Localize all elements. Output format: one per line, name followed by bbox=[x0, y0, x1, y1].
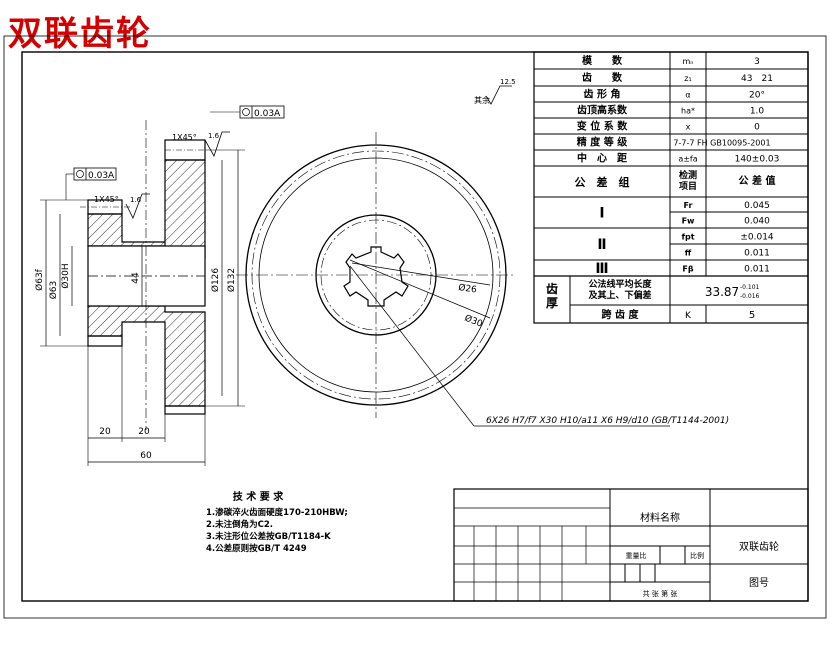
chamfer-top: 1X45° bbox=[172, 133, 197, 142]
roughness-prefix: 其余 bbox=[474, 95, 490, 105]
param-symbol: α bbox=[685, 91, 690, 100]
page-title: 双联齿轮 bbox=[8, 14, 152, 54]
tb-ratio: 比例 bbox=[690, 551, 704, 560]
thickness-value: 33.87 bbox=[705, 285, 739, 299]
param-symbol: ha* bbox=[681, 107, 695, 116]
tol-value: 0.011 bbox=[744, 265, 770, 275]
tolerance-group-label: 公 差 组 bbox=[575, 175, 630, 189]
roughness-value: 12.5 bbox=[500, 78, 516, 86]
thickness-upper: -0.101 bbox=[740, 284, 760, 291]
tech-title: 技 术 要 求 bbox=[233, 490, 284, 503]
tol-symbol: Fw bbox=[682, 217, 695, 226]
geo-tol-2-text: 0.03A bbox=[88, 171, 115, 181]
dim-d-right-2: Ø132 bbox=[226, 268, 237, 292]
param-label: 中 心 距 bbox=[577, 152, 627, 165]
tol-value: 0.040 bbox=[744, 217, 770, 227]
tol-symbol: Fr bbox=[684, 201, 693, 210]
geo-tol-1: 0.03A bbox=[210, 105, 285, 119]
span-value: 5 bbox=[749, 310, 755, 321]
dim-d-left-1: Ø63f bbox=[34, 268, 45, 291]
tb-drawing-no: 图号 bbox=[749, 577, 769, 589]
tech-requirements: 技 术 要 求 1.渗碳淬火齿面硬度170-210HBW;2.未注倒角为C2.3… bbox=[206, 490, 348, 554]
check-item-label: 检测项目 bbox=[679, 169, 697, 192]
param-symbol: x bbox=[686, 123, 691, 132]
tb-scale: 重量比 bbox=[626, 551, 647, 560]
tol-symbol: ff bbox=[685, 249, 692, 258]
tol-group-name: Ⅱ bbox=[597, 237, 606, 253]
spline-spec: 6X26 H7/f7 X30 H10/a11 X6 H9/d10 (GB/T11… bbox=[486, 416, 729, 426]
param-label: 变 位 系 数 bbox=[577, 120, 628, 133]
tol-value: 0.011 bbox=[744, 249, 770, 259]
tb-material: 材料名称 bbox=[640, 511, 680, 524]
geo-tol-1-text: 0.03A bbox=[254, 109, 281, 119]
param-value: 1.0 bbox=[750, 107, 765, 117]
dim-w-total: 60 bbox=[140, 451, 152, 461]
dim-d-left-3: Ø30H bbox=[60, 263, 71, 288]
roughness-note: 其余 12.5 bbox=[474, 78, 516, 105]
param-value: 7-7-7 FH GB10095-2001 bbox=[673, 139, 770, 148]
tech-item: 1.渗碳淬火齿面硬度170-210HBW; bbox=[206, 507, 348, 518]
span-symbol: K bbox=[685, 311, 692, 321]
dim-bore: 44 bbox=[131, 272, 141, 284]
section-view: Ø63f Ø63 Ø30H 44 Ø126 Ø132 20 20 60 1X45… bbox=[34, 105, 285, 466]
dim-w-2: 20 bbox=[138, 427, 150, 437]
param-symbol: mₙ bbox=[683, 57, 694, 66]
front-view: Ø26 Ø30 6X26 H7/f7 X30 H10/a11 X6 H9/d10… bbox=[236, 132, 729, 427]
dim-d-left-2: Ø63 bbox=[48, 281, 59, 300]
thickness-lower: -0.016 bbox=[740, 293, 760, 300]
rough-left: 1.6 bbox=[130, 196, 142, 204]
tech-item: 2.未注倒角为C2. bbox=[206, 519, 273, 530]
param-label: 齿 数 bbox=[582, 71, 623, 84]
param-label: 齿 形 角 bbox=[584, 88, 621, 101]
thickness-label: 齿厚 bbox=[546, 281, 558, 310]
param-value: 140±0.03 bbox=[735, 155, 780, 165]
tech-item: 3.未注形位公差按GB/T1184-K bbox=[206, 531, 331, 542]
param-label: 精 度 等 级 bbox=[577, 136, 628, 149]
param-value: 3 bbox=[754, 57, 760, 67]
tb-part-name: 双联齿轮 bbox=[739, 540, 779, 553]
title-block: 材料名称 双联齿轮 图号 重量比 比例 共 张 第 张 bbox=[453, 488, 809, 602]
tol-symbol: fpt bbox=[681, 233, 694, 242]
gear-hatch-lower bbox=[87, 305, 206, 407]
param-symbol: z₁ bbox=[684, 74, 691, 83]
tb-sheet: 共 张 第 张 bbox=[643, 589, 678, 598]
param-label: 齿顶高系数 bbox=[577, 104, 628, 117]
tol-group-name: Ⅲ bbox=[595, 261, 608, 277]
tol-symbol: Fβ bbox=[682, 265, 693, 274]
parameter-table: 模 数 mₙ 3 齿 数 z₁ 43 21 齿 形 角 α 20° 齿顶高系数 ha* 1.0 变 位 … bbox=[533, 51, 809, 324]
param-value: 0 bbox=[754, 123, 760, 133]
spline-hole bbox=[343, 246, 409, 307]
span-label: 跨 齿 度 bbox=[602, 308, 640, 321]
tech-item: 4.公差原则按GB/T 4249 bbox=[206, 543, 307, 554]
tol-value: ±0.014 bbox=[740, 233, 774, 243]
param-value: 43 21 bbox=[741, 74, 773, 84]
dim-phi30: Ø30 bbox=[463, 313, 485, 330]
rough-top: 1.6 bbox=[208, 132, 220, 140]
tol-group-name: Ⅰ bbox=[599, 206, 604, 222]
geo-tol-2: 0.03A bbox=[65, 167, 117, 200]
outer-frame bbox=[3, 35, 827, 619]
inner-frame bbox=[21, 51, 809, 602]
param-value: 20° bbox=[749, 91, 765, 101]
tol-value: 0.045 bbox=[744, 201, 770, 211]
dim-d-right-1: Ø126 bbox=[210, 268, 221, 293]
chamfer-left: 1X45° bbox=[94, 195, 119, 204]
dim-phi26: Ø26 bbox=[458, 282, 478, 296]
thickness-desc: 公法线平均长度及其上、下偏差 bbox=[588, 278, 652, 301]
param-label: 模 数 bbox=[582, 54, 623, 67]
param-symbol: a±fa bbox=[678, 155, 697, 164]
dim-w-1: 20 bbox=[99, 427, 111, 437]
tolerance-value-label: 公 差 值 bbox=[739, 174, 776, 187]
